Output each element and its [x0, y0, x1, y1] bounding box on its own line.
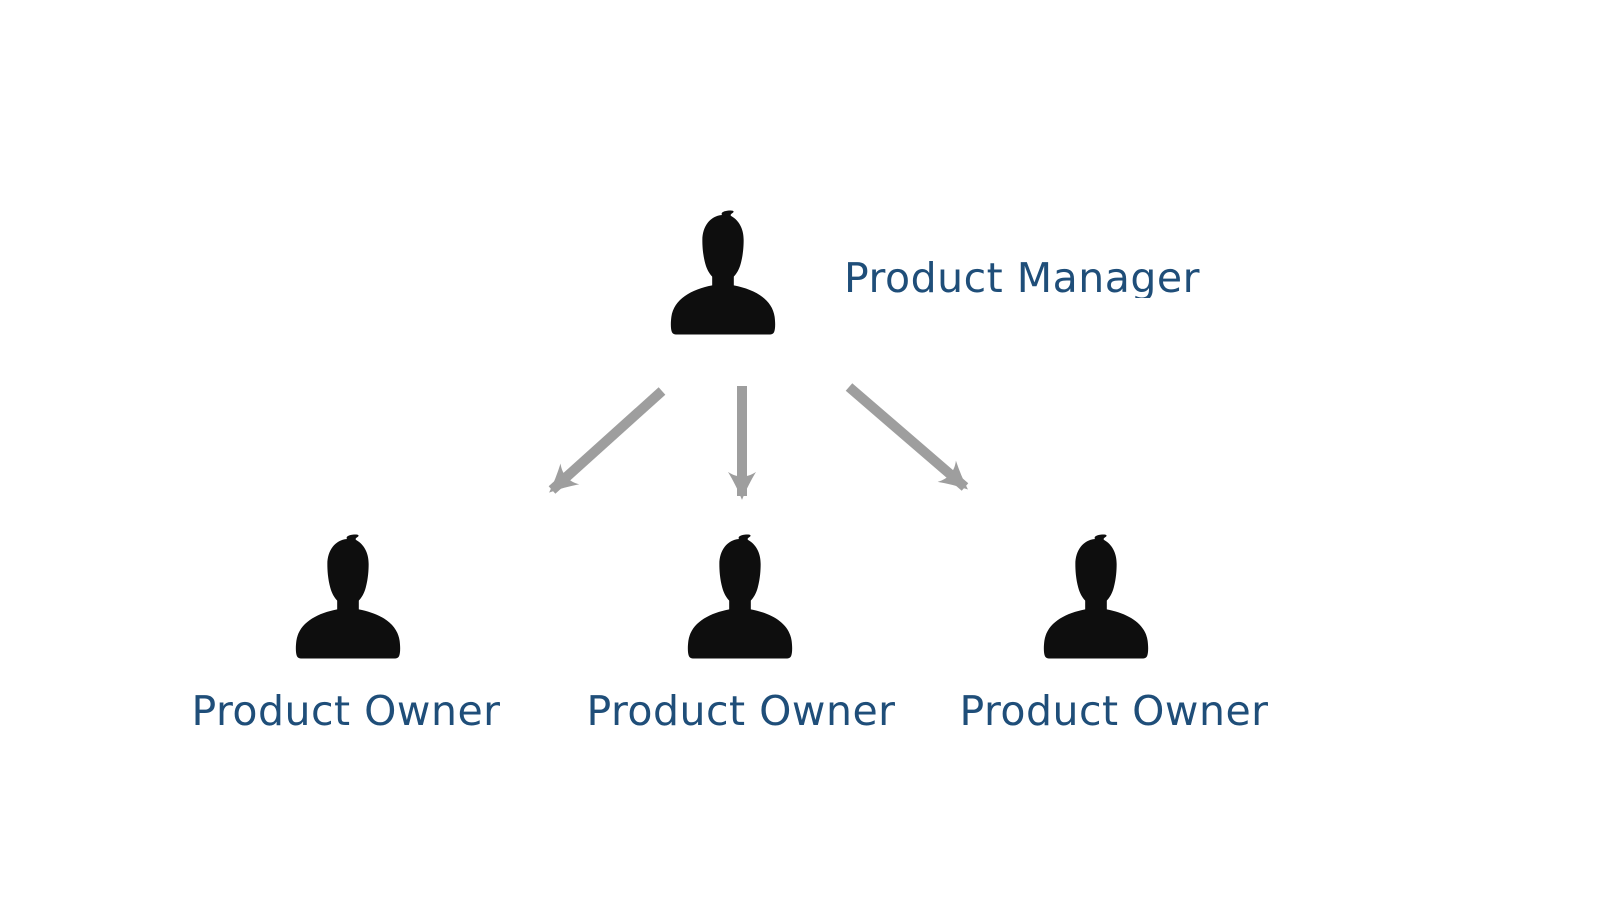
owner-1-person-icon [295, 534, 401, 659]
owner-2-person-icon [687, 534, 793, 659]
arrow-to-owner-1 [548, 387, 666, 494]
owner-3-person-icon [1043, 534, 1149, 659]
arrow-to-owner-3 [845, 383, 969, 491]
manager-person-icon [670, 210, 776, 335]
manager-label: Product Manager [844, 254, 1200, 298]
owner-2-label: Product Owner [586, 687, 896, 735]
owner-1-label: Product Owner [191, 687, 501, 735]
owner-3-label: Product Owner [959, 687, 1269, 735]
